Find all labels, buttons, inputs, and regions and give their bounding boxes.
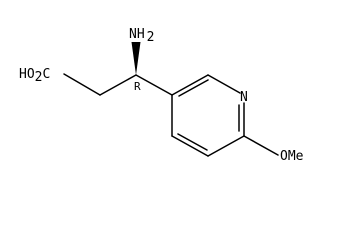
bond-stereocenter-ring bbox=[135, 74, 173, 96]
carboxyl-label: HO2C bbox=[19, 67, 50, 85]
wedge-bond-amino bbox=[131, 42, 141, 75]
ring-bond-c5-c4 bbox=[171, 135, 209, 157]
ring-bond-c3-c2 bbox=[171, 74, 209, 96]
ring-bond-c6-c5 bbox=[207, 135, 245, 157]
bond-ring-methoxy bbox=[243, 135, 279, 156]
ring-double-c5-c4 bbox=[177, 133, 208, 151]
bond-carboxyl-ch2 bbox=[63, 73, 101, 96]
ring-nitrogen-label: N bbox=[240, 90, 248, 105]
methoxy-label: OMe bbox=[280, 149, 304, 164]
stereo-descriptor-label: R bbox=[134, 80, 141, 93]
bonds bbox=[63, 42, 279, 157]
ring-bond-c2-n1 bbox=[207, 74, 241, 94]
ring-double-c3-c2 bbox=[178, 79, 209, 97]
bond-ch2-stereocenter bbox=[99, 74, 137, 96]
